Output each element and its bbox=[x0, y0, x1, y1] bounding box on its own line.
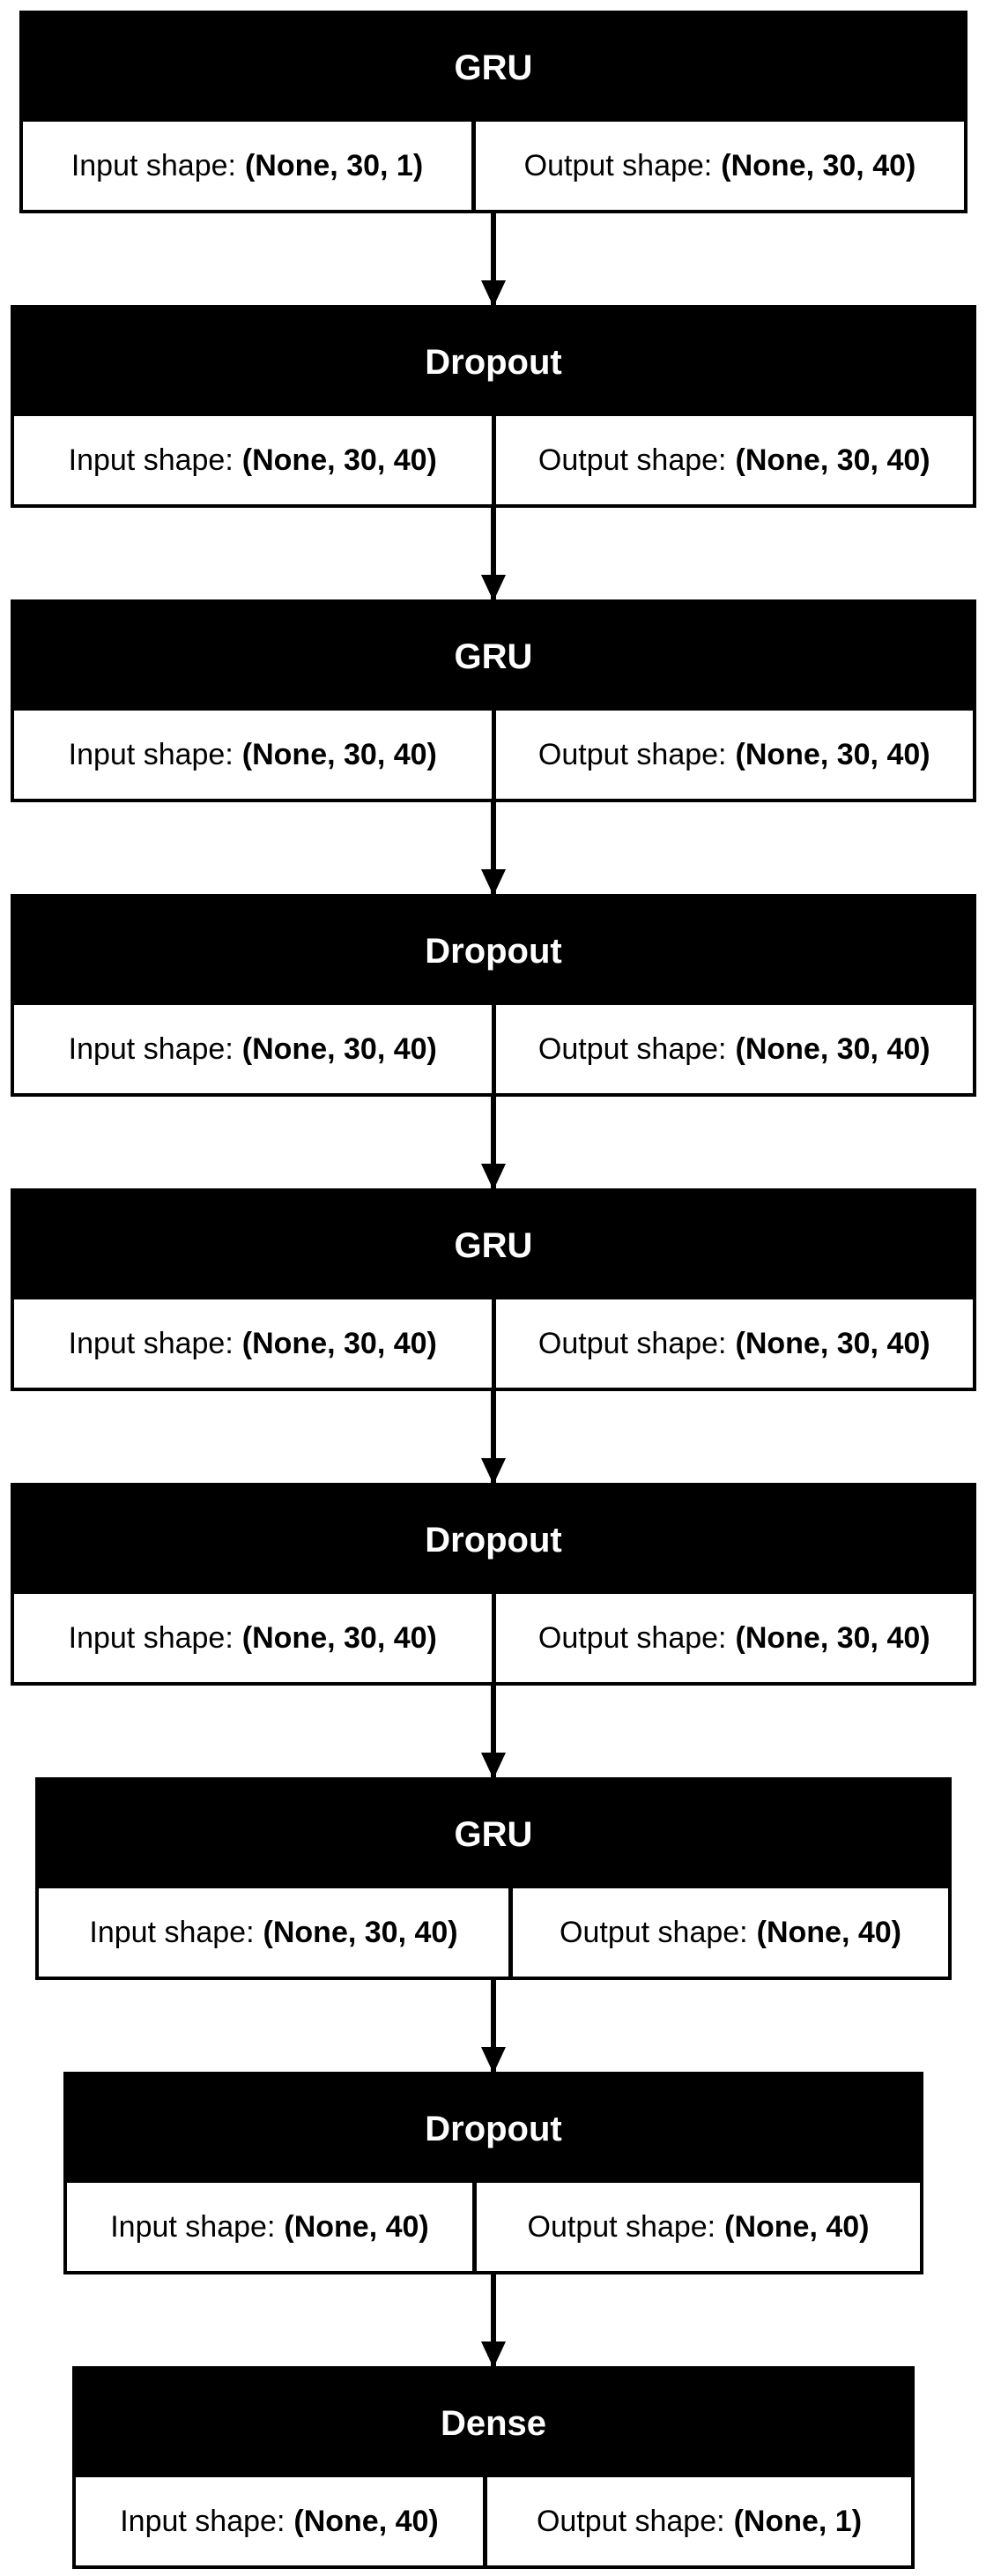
output-shape-cell: Output shape: (None, 30, 40) bbox=[471, 122, 964, 210]
input-shape-value: (None, 40) bbox=[284, 2209, 429, 2244]
output-shape-value: (None, 40) bbox=[724, 2209, 870, 2244]
shape-row: Input shape: (None, 30, 40) Output shape… bbox=[14, 416, 973, 504]
output-shape-label: Output shape: bbox=[537, 1620, 727, 1655]
input-shape-cell: Input shape: (None, 40) bbox=[67, 2183, 472, 2271]
output-shape-label: Output shape: bbox=[537, 1326, 727, 1360]
output-shape-value: (None, 40) bbox=[756, 1915, 901, 1949]
input-shape-cell: Input shape: (None, 30, 40) bbox=[14, 1594, 492, 1682]
output-shape-label: Output shape: bbox=[536, 2504, 725, 2538]
output-shape-label: Output shape: bbox=[560, 1915, 748, 1949]
output-shape-value: (None, 30, 40) bbox=[735, 443, 930, 477]
connector-arrow bbox=[481, 508, 506, 601]
input-shape-cell: Input shape: (None, 30, 40) bbox=[14, 1005, 492, 1093]
shape-row: Input shape: (None, 30, 40) Output shape… bbox=[14, 1594, 973, 1682]
input-shape-label: Input shape: bbox=[68, 1031, 234, 1066]
layer-title: Dropout bbox=[67, 2075, 920, 2183]
shape-row: Input shape: (None, 30, 40) Output shape… bbox=[14, 711, 973, 799]
input-shape-value: (None, 30, 40) bbox=[263, 1915, 458, 1949]
connector-arrow bbox=[481, 1391, 506, 1485]
layer-box-gru: GRU Input shape: (None, 30, 40) Output s… bbox=[11, 1188, 976, 1391]
input-shape-label: Input shape: bbox=[68, 737, 234, 771]
output-shape-label: Output shape: bbox=[537, 443, 727, 477]
output-shape-value: (None, 30, 40) bbox=[735, 1620, 930, 1655]
input-shape-value: (None, 40) bbox=[293, 2504, 439, 2538]
layer-title: Dropout bbox=[14, 1486, 973, 1594]
input-shape-label: Input shape: bbox=[68, 443, 234, 477]
layer-box-gru: GRU Input shape: (None, 30, 40) Output s… bbox=[11, 599, 976, 802]
connector-arrow bbox=[481, 213, 506, 307]
output-shape-value: (None, 1) bbox=[733, 2504, 863, 2538]
shape-row: Input shape: (None, 30, 1) Output shape:… bbox=[23, 122, 964, 210]
input-shape-value: (None, 30, 40) bbox=[241, 1031, 437, 1066]
layer-title: GRU bbox=[14, 603, 973, 711]
input-shape-cell: Input shape: (None, 30, 40) bbox=[39, 1888, 508, 1977]
input-shape-value: (None, 30, 1) bbox=[244, 148, 424, 182]
layer-box-gru: GRU Input shape: (None, 30, 1) Output sh… bbox=[19, 11, 967, 213]
layer-box-dropout: Dropout Input shape: (None, 30, 40) Outp… bbox=[11, 894, 976, 1097]
shape-row: Input shape: (None, 30, 40) Output shape… bbox=[14, 1005, 973, 1093]
layer-title: Dense bbox=[76, 2370, 911, 2477]
output-shape-label: Output shape: bbox=[537, 737, 727, 771]
input-shape-cell: Input shape: (None, 30, 40) bbox=[14, 1299, 492, 1388]
output-shape-cell: Output shape: (None, 40) bbox=[508, 1888, 948, 1977]
layer-box-gru: GRU Input shape: (None, 30, 40) Output s… bbox=[35, 1777, 952, 1980]
input-shape-label: Input shape: bbox=[70, 148, 236, 182]
input-shape-cell: Input shape: (None, 30, 40) bbox=[14, 416, 492, 504]
input-shape-label: Input shape: bbox=[89, 1915, 255, 1949]
output-shape-value: (None, 30, 40) bbox=[735, 1031, 930, 1066]
layer-title: Dropout bbox=[14, 897, 973, 1005]
input-shape-label: Input shape: bbox=[68, 1326, 234, 1360]
output-shape-label: Output shape: bbox=[523, 148, 713, 182]
layer-box-dropout: Dropout Input shape: (None, 30, 40) Outp… bbox=[11, 305, 976, 508]
layer-title: GRU bbox=[14, 1192, 973, 1299]
connector-arrow bbox=[481, 802, 506, 896]
input-shape-label: Input shape: bbox=[120, 2504, 285, 2538]
output-shape-cell: Output shape: (None, 40) bbox=[472, 2183, 920, 2271]
connector-arrow bbox=[481, 1980, 506, 2073]
input-shape-value: (None, 30, 40) bbox=[241, 737, 437, 771]
output-shape-cell: Output shape: (None, 30, 40) bbox=[491, 1005, 974, 1093]
input-shape-cell: Input shape: (None, 40) bbox=[76, 2477, 483, 2565]
input-shape-label: Input shape: bbox=[68, 1620, 234, 1655]
output-shape-label: Output shape: bbox=[537, 1031, 727, 1066]
input-shape-label: Input shape: bbox=[110, 2209, 276, 2244]
input-shape-value: (None, 30, 40) bbox=[241, 443, 437, 477]
output-shape-value: (None, 30, 40) bbox=[735, 1326, 930, 1360]
input-shape-cell: Input shape: (None, 30, 1) bbox=[23, 122, 471, 210]
output-shape-cell: Output shape: (None, 30, 40) bbox=[491, 1299, 974, 1388]
shape-row: Input shape: (None, 30, 40) Output shape… bbox=[39, 1888, 948, 1977]
layer-title: Dropout bbox=[14, 309, 973, 416]
layer-title: GRU bbox=[39, 1781, 948, 1888]
connector-arrow bbox=[481, 1686, 506, 1779]
input-shape-value: (None, 30, 40) bbox=[241, 1326, 437, 1360]
output-shape-cell: Output shape: (None, 1) bbox=[483, 2477, 911, 2565]
output-shape-value: (None, 30, 40) bbox=[721, 148, 916, 182]
shape-row: Input shape: (None, 30, 40) Output shape… bbox=[14, 1299, 973, 1388]
layer-box-dropout: Dropout Input shape: (None, 30, 40) Outp… bbox=[11, 1483, 976, 1686]
output-shape-label: Output shape: bbox=[527, 2209, 716, 2244]
output-shape-cell: Output shape: (None, 30, 40) bbox=[491, 416, 974, 504]
shape-row: Input shape: (None, 40) Output shape: (N… bbox=[76, 2477, 911, 2565]
shape-row: Input shape: (None, 40) Output shape: (N… bbox=[67, 2183, 920, 2271]
output-shape-cell: Output shape: (None, 30, 40) bbox=[491, 711, 974, 799]
connector-arrow bbox=[481, 2274, 506, 2368]
input-shape-value: (None, 30, 40) bbox=[241, 1620, 437, 1655]
layer-box-dense: Dense Input shape: (None, 40) Output sha… bbox=[72, 2366, 915, 2569]
layer-box-dropout: Dropout Input shape: (None, 40) Output s… bbox=[63, 2072, 923, 2274]
output-shape-cell: Output shape: (None, 30, 40) bbox=[491, 1594, 974, 1682]
output-shape-value: (None, 30, 40) bbox=[735, 737, 930, 771]
input-shape-cell: Input shape: (None, 30, 40) bbox=[14, 711, 492, 799]
connector-arrow bbox=[481, 1097, 506, 1190]
layer-title: GRU bbox=[23, 14, 964, 122]
